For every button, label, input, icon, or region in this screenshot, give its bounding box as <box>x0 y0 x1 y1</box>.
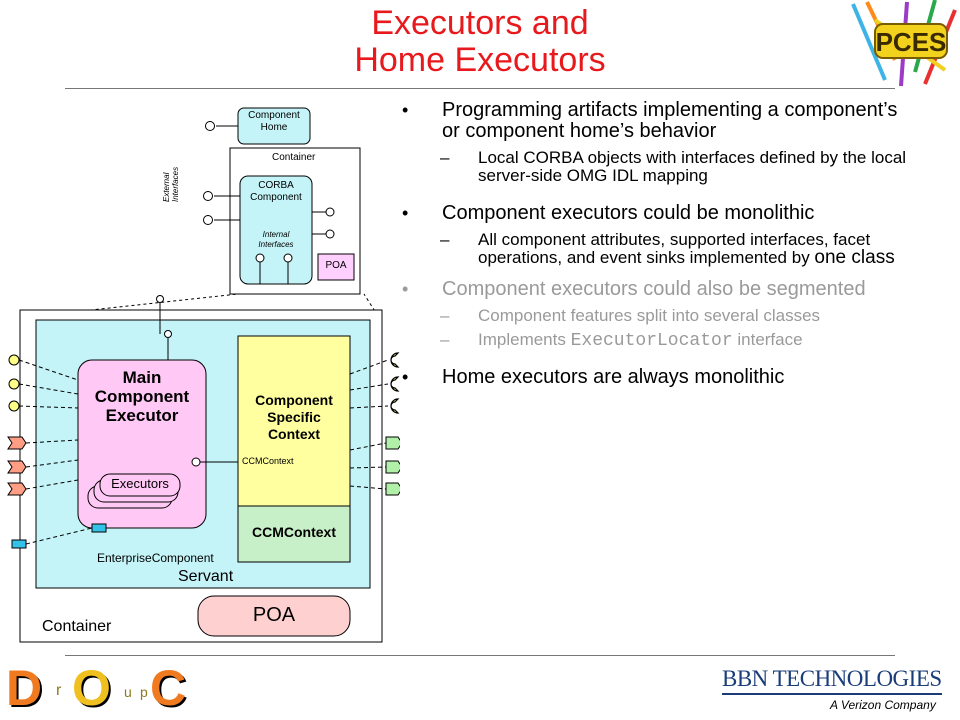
bullet-2-sub-1: –All component attributes, supported int… <box>440 230 895 268</box>
context-line2: Specific <box>267 409 321 425</box>
bbn-logo-text: BBN TECHNOLOGIES <box>722 666 942 691</box>
bbn-logo: BBN TECHNOLOGIES A Verizon Company <box>718 662 950 718</box>
executor-diagram: Main Component Executor Executors Compon… <box>0 290 400 650</box>
main-executor-line3: Executor <box>105 406 179 425</box>
bbn-logo-subtitle: A Verizon Company <box>830 698 936 712</box>
container-label: Container <box>42 618 112 635</box>
pces-logo: PCES <box>851 0 957 87</box>
component-home-line2: Home <box>260 122 288 133</box>
external-interfaces-line1: External <box>162 172 171 202</box>
external-interfaces-line2: Interfaces <box>171 166 180 202</box>
enterprise-component-label: EnterpriseComponent <box>97 551 214 565</box>
ccmcontext-label: CCMContext <box>252 524 336 540</box>
small-poa-label: POA <box>325 260 347 271</box>
bullet-3-sub-1: –Component features split into several c… <box>440 306 821 325</box>
bullet-2: •Component executors could be monolithic <box>402 202 815 224</box>
pces-logo-text: PCES <box>876 27 947 57</box>
main-executor-line2: Component <box>94 387 190 406</box>
bullet-4: •Home executors are always monolithic <box>402 366 785 388</box>
slide-title-line1: Executors and <box>371 4 589 42</box>
doc-letter-u: u <box>124 684 132 700</box>
main-executor-line1: Main <box>122 368 162 387</box>
bottom-rule <box>65 655 895 656</box>
doc-group-logo: D r O u p C <box>0 660 190 718</box>
bullet-3: •Component executors could also be segme… <box>402 278 866 300</box>
doc-letter-o: O <box>72 660 111 716</box>
doc-letter-c: C <box>150 660 187 716</box>
bullet-list: •Programming artifacts implementing a co… <box>398 100 918 388</box>
doc-letter-r: r <box>56 682 62 699</box>
context-line1: Component <box>255 392 333 408</box>
corba-component-line2: Component <box>250 192 302 203</box>
corba-component-line1: CORBA <box>258 180 294 191</box>
bullet-1: •Programming artifacts implementing a co… <box>402 99 898 142</box>
internal-interfaces-line2: Interfaces <box>258 240 294 249</box>
doc-letter-d: D <box>6 660 43 716</box>
component-home-line1: Component <box>248 110 300 121</box>
bullet-1-sub-1: –Local CORBA objects with interfaces def… <box>440 148 907 185</box>
ccmcontext-small-label: CCMContext <box>242 456 294 466</box>
doc-letter-p: p <box>140 684 148 700</box>
executors-label: Executors <box>111 476 169 491</box>
servant-label: Servant <box>178 568 234 585</box>
slide-title-line2: Home Executors <box>354 41 606 79</box>
context-line3: Context <box>267 426 321 442</box>
poa-label: POA <box>252 604 296 626</box>
bullet-3-sub-2: –Implements ExecutorLocator interface <box>440 330 803 351</box>
one-class-text: one class <box>814 247 895 268</box>
small-container-label: Container <box>272 152 316 163</box>
executor-locator-code: ExecutorLocator <box>570 331 733 351</box>
small-component-diagram: Component Home Container CORBA Component… <box>160 98 385 308</box>
bbn-logo-rule <box>722 693 942 695</box>
top-rule <box>65 88 895 89</box>
internal-interfaces-line1: Internal <box>262 230 290 239</box>
